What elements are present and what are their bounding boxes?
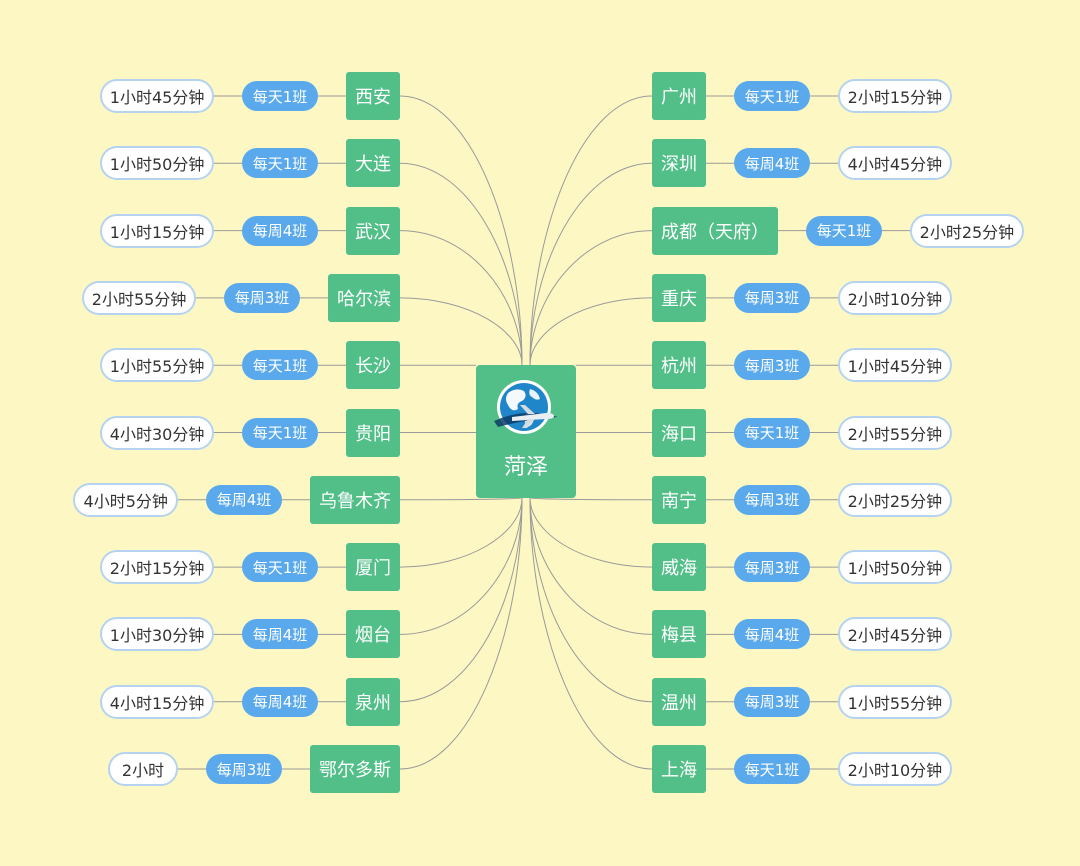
connector-line [399, 497, 523, 568]
hub-title: 菏泽 [503, 455, 548, 480]
duration-pill[interactable]: 1小时45分钟 [838, 348, 952, 383]
city-node[interactable]: 乌鲁木齐 [310, 475, 400, 524]
city-node[interactable]: 武汉 [346, 206, 400, 255]
frequency-pill[interactable]: 每天1班 [734, 81, 810, 111]
connector-line [529, 162, 653, 366]
city-node[interactable]: 南宁 [652, 475, 706, 524]
connector-line [399, 497, 523, 635]
frequency-pill[interactable]: 每周4班 [734, 148, 810, 179]
duration-pill[interactable]: 2小时55分钟 [838, 415, 952, 450]
duration-pill[interactable]: 1小时50分钟 [100, 146, 214, 181]
duration-pill[interactable]: 1小时30分钟 [100, 617, 214, 652]
duration-pill[interactable]: 1小时45分钟 [100, 79, 214, 113]
frequency-pill[interactable]: 每天1班 [734, 754, 810, 784]
duration-pill[interactable]: 4小时30分钟 [100, 415, 214, 450]
duration-pill[interactable]: 2小时45分钟 [838, 617, 952, 652]
connector-line [399, 95, 523, 366]
frequency-pill[interactable]: 每周3班 [206, 754, 282, 784]
connector-line [529, 497, 653, 568]
connector-line [529, 297, 653, 366]
duration-pill[interactable]: 2小时55分钟 [82, 280, 196, 315]
connector-line [399, 497, 523, 501]
frequency-pill[interactable]: 每周3班 [734, 686, 810, 717]
duration-pill[interactable]: 2小时15分钟 [838, 79, 952, 113]
frequency-pill[interactable]: 每周3班 [734, 282, 810, 313]
city-node[interactable]: 温州 [652, 677, 706, 726]
city-node[interactable]: 梅县 [652, 610, 706, 659]
hub-node[interactable]: 菏泽 [476, 365, 576, 498]
connector-line [399, 230, 523, 366]
city-node[interactable]: 大连 [346, 139, 400, 188]
duration-pill[interactable]: 2小时15分钟 [100, 550, 214, 585]
city-node[interactable]: 长沙 [346, 341, 400, 390]
duration-pill[interactable]: 1小时15分钟 [100, 213, 214, 248]
duration-pill[interactable]: 2小时 [108, 752, 178, 786]
city-node[interactable]: 泉州 [346, 677, 400, 726]
connector-line [399, 297, 523, 366]
city-node[interactable]: 烟台 [346, 610, 400, 659]
connector-line [529, 95, 653, 366]
duration-pill[interactable]: 1小时55分钟 [100, 348, 214, 383]
city-node[interactable]: 威海 [652, 543, 706, 592]
globe-airplane-icon [494, 380, 558, 434]
city-node[interactable]: 上海 [652, 745, 706, 793]
city-node[interactable]: 杭州 [652, 341, 706, 390]
frequency-pill[interactable]: 每天1班 [242, 350, 318, 381]
connector-line [529, 497, 653, 703]
frequency-pill[interactable]: 每天1班 [242, 148, 318, 179]
frequency-pill[interactable]: 每周4班 [242, 686, 318, 717]
duration-pill[interactable]: 2小时10分钟 [838, 280, 952, 315]
city-node[interactable]: 哈尔滨 [328, 273, 400, 322]
city-node[interactable]: 海口 [652, 408, 706, 457]
frequency-pill[interactable]: 每天1班 [734, 417, 810, 448]
frequency-pill[interactable]: 每周4班 [734, 619, 810, 650]
duration-pill[interactable]: 2小时10分钟 [838, 752, 952, 786]
frequency-pill[interactable]: 每周3班 [734, 350, 810, 381]
city-node[interactable]: 深圳 [652, 139, 706, 188]
connector-line [529, 497, 653, 770]
frequency-pill[interactable]: 每天1班 [242, 417, 318, 448]
duration-pill[interactable]: 4小时45分钟 [838, 146, 952, 181]
city-node[interactable]: 广州 [652, 72, 706, 120]
city-node[interactable]: 重庆 [652, 273, 706, 322]
city-node[interactable]: 西安 [346, 72, 400, 120]
connector-line [529, 497, 653, 501]
frequency-pill[interactable]: 每周3班 [224, 282, 300, 313]
frequency-pill[interactable]: 每天1班 [242, 552, 318, 583]
connector-line [529, 230, 653, 366]
city-node[interactable]: 成都（天府） [652, 206, 778, 255]
frequency-pill[interactable]: 每周3班 [734, 484, 810, 515]
frequency-pill[interactable]: 每周4班 [242, 215, 318, 246]
frequency-pill[interactable]: 每周3班 [734, 552, 810, 583]
frequency-pill[interactable]: 每天1班 [242, 81, 318, 111]
connector-line [399, 497, 523, 770]
duration-pill[interactable]: 4小时15分钟 [100, 684, 214, 719]
city-node[interactable]: 鄂尔多斯 [310, 745, 400, 793]
duration-pill[interactable]: 2小时25分钟 [838, 482, 952, 517]
city-node[interactable]: 贵阳 [346, 408, 400, 457]
frequency-pill[interactable]: 每周4班 [206, 484, 282, 515]
duration-pill[interactable]: 2小时25分钟 [910, 213, 1024, 248]
frequency-pill[interactable]: 每周4班 [242, 619, 318, 650]
connector-line [529, 497, 653, 635]
duration-pill[interactable]: 4小时5分钟 [73, 482, 178, 517]
city-node[interactable]: 厦门 [346, 543, 400, 592]
frequency-pill[interactable]: 每天1班 [806, 215, 882, 246]
duration-pill[interactable]: 1小时50分钟 [838, 550, 952, 585]
connector-line [399, 162, 523, 366]
duration-pill[interactable]: 1小时55分钟 [838, 684, 952, 719]
connector-line [399, 497, 523, 703]
